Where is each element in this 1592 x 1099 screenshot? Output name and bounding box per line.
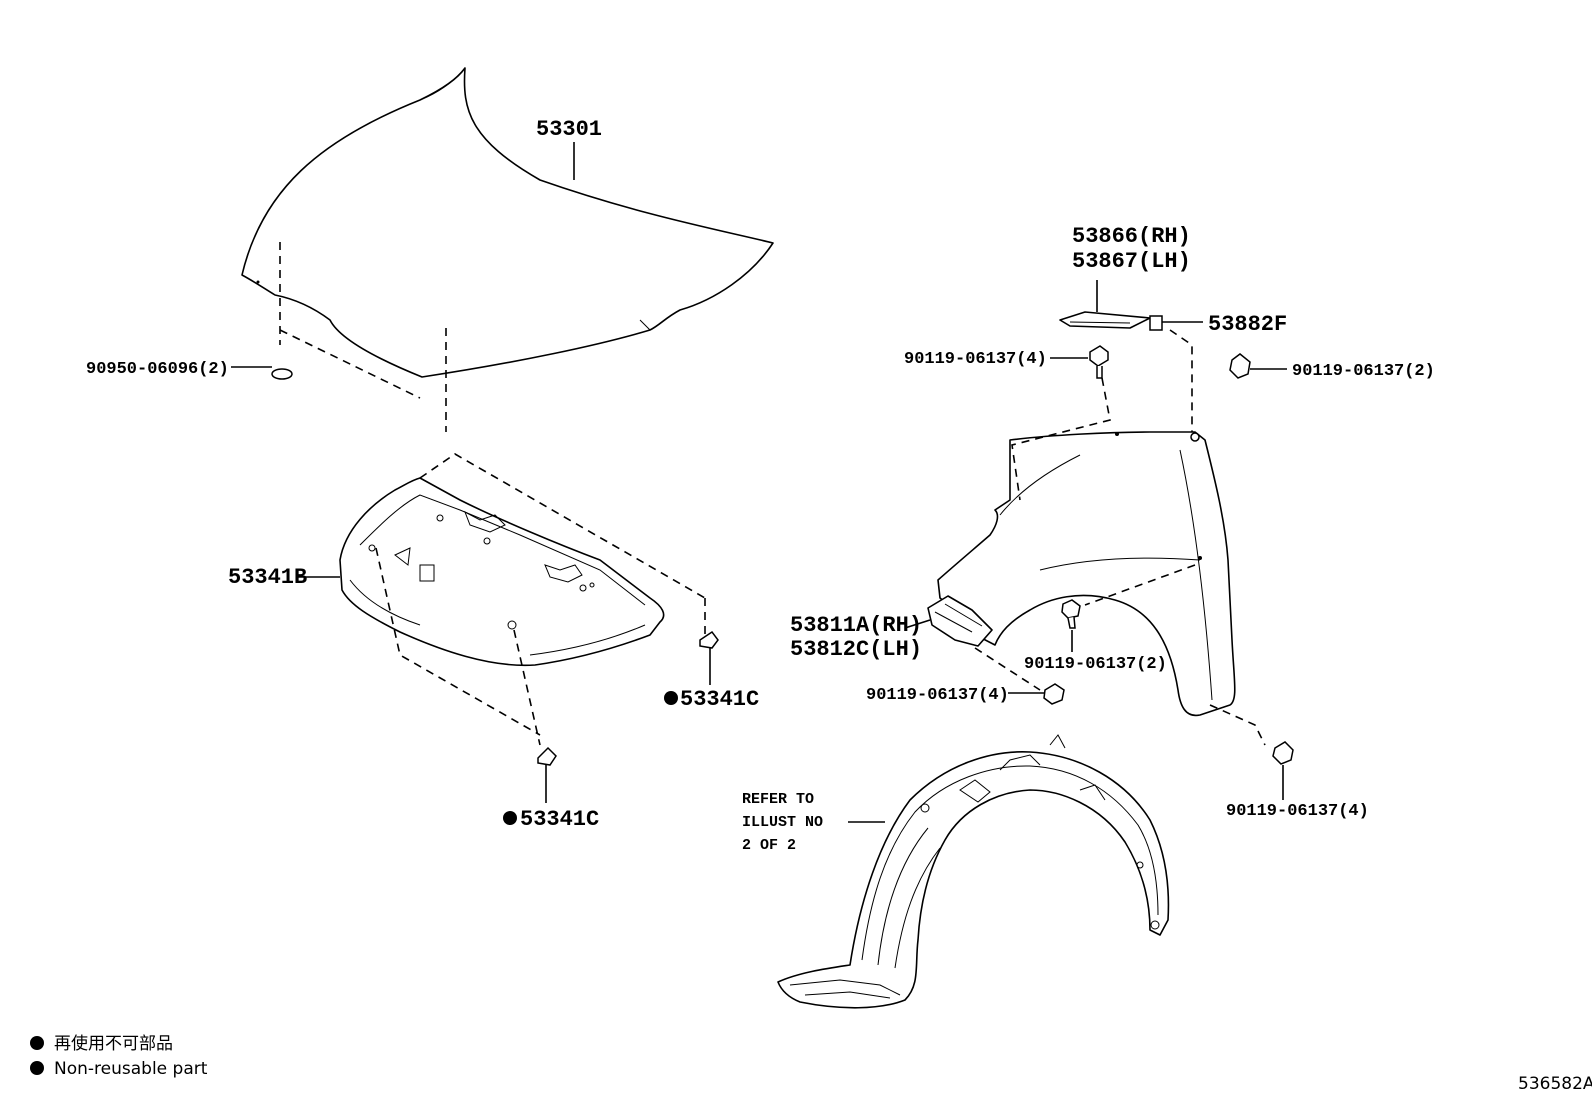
hood-clip-part[interactable] bbox=[271, 368, 293, 380]
non-reusable-marker-icon bbox=[503, 811, 517, 825]
illustration-id: 536582A bbox=[1518, 1074, 1592, 1094]
clip-bottom-part[interactable] bbox=[537, 746, 557, 766]
non-reusable-legend-icon bbox=[30, 1061, 44, 1075]
fender-seal-part[interactable] bbox=[1059, 311, 1151, 329]
fender-bracket-part[interactable] bbox=[927, 595, 993, 647]
label-bolt-wheel-arch: 90119-06137(2) bbox=[1024, 655, 1167, 674]
label-insulator-clip-right: 53341C bbox=[680, 687, 759, 712]
label-bolt-top-right: 90119-06137(2) bbox=[1292, 362, 1435, 381]
fender-part[interactable] bbox=[937, 431, 1236, 717]
label-bolt-top-left: 90119-06137(4) bbox=[904, 350, 1047, 369]
label-seal-clip: 53882F bbox=[1208, 312, 1287, 337]
bolt-top-right-part[interactable] bbox=[1229, 353, 1251, 379]
label-bracket-rh: 53811A(RH) bbox=[790, 613, 922, 638]
bolt-wheel-arch-part[interactable] bbox=[1061, 599, 1081, 629]
label-bolt-lower-rear: 90119-06137(4) bbox=[1226, 802, 1369, 821]
clip-right-part[interactable] bbox=[699, 630, 719, 649]
label-hood-clip: 90950-06096(2) bbox=[86, 360, 229, 379]
label-bolt-bracket: 90119-06137(4) bbox=[866, 686, 1009, 705]
legend: 再使用不可部品 Non-reusable part bbox=[30, 1033, 208, 1079]
non-reusable-legend-icon bbox=[30, 1036, 44, 1050]
label-fender-seal-lh: 53867(LH) bbox=[1072, 249, 1191, 274]
bolt-top-left-part[interactable] bbox=[1089, 345, 1109, 379]
label-insulator-clip-bottom: 53341C bbox=[520, 807, 599, 832]
liner-note-line2: ILLUST NO bbox=[742, 814, 823, 831]
bolt-lower-rear-part[interactable] bbox=[1272, 741, 1294, 765]
liner-note-line3: 2 OF 2 bbox=[742, 837, 796, 854]
hood-part[interactable] bbox=[241, 67, 774, 378]
legend-line-english: Non-reusable part bbox=[54, 1059, 208, 1079]
wheel-liner-part[interactable] bbox=[777, 734, 1170, 1009]
label-hood: 53301 bbox=[536, 117, 602, 142]
non-reusable-marker-icon bbox=[664, 691, 678, 705]
liner-note-line1: REFER TO bbox=[742, 791, 814, 808]
bolt-bracket-part[interactable] bbox=[1043, 683, 1065, 705]
seal-clip-part[interactable] bbox=[1149, 315, 1163, 331]
label-bracket-lh: 53812C(LH) bbox=[790, 637, 922, 662]
label-fender-seal-rh: 53866(RH) bbox=[1072, 224, 1191, 249]
label-insulator: 53341B bbox=[228, 565, 307, 590]
legend-line-japanese: 再使用不可部品 bbox=[54, 1033, 173, 1054]
hood-insulator-part[interactable] bbox=[339, 477, 665, 667]
